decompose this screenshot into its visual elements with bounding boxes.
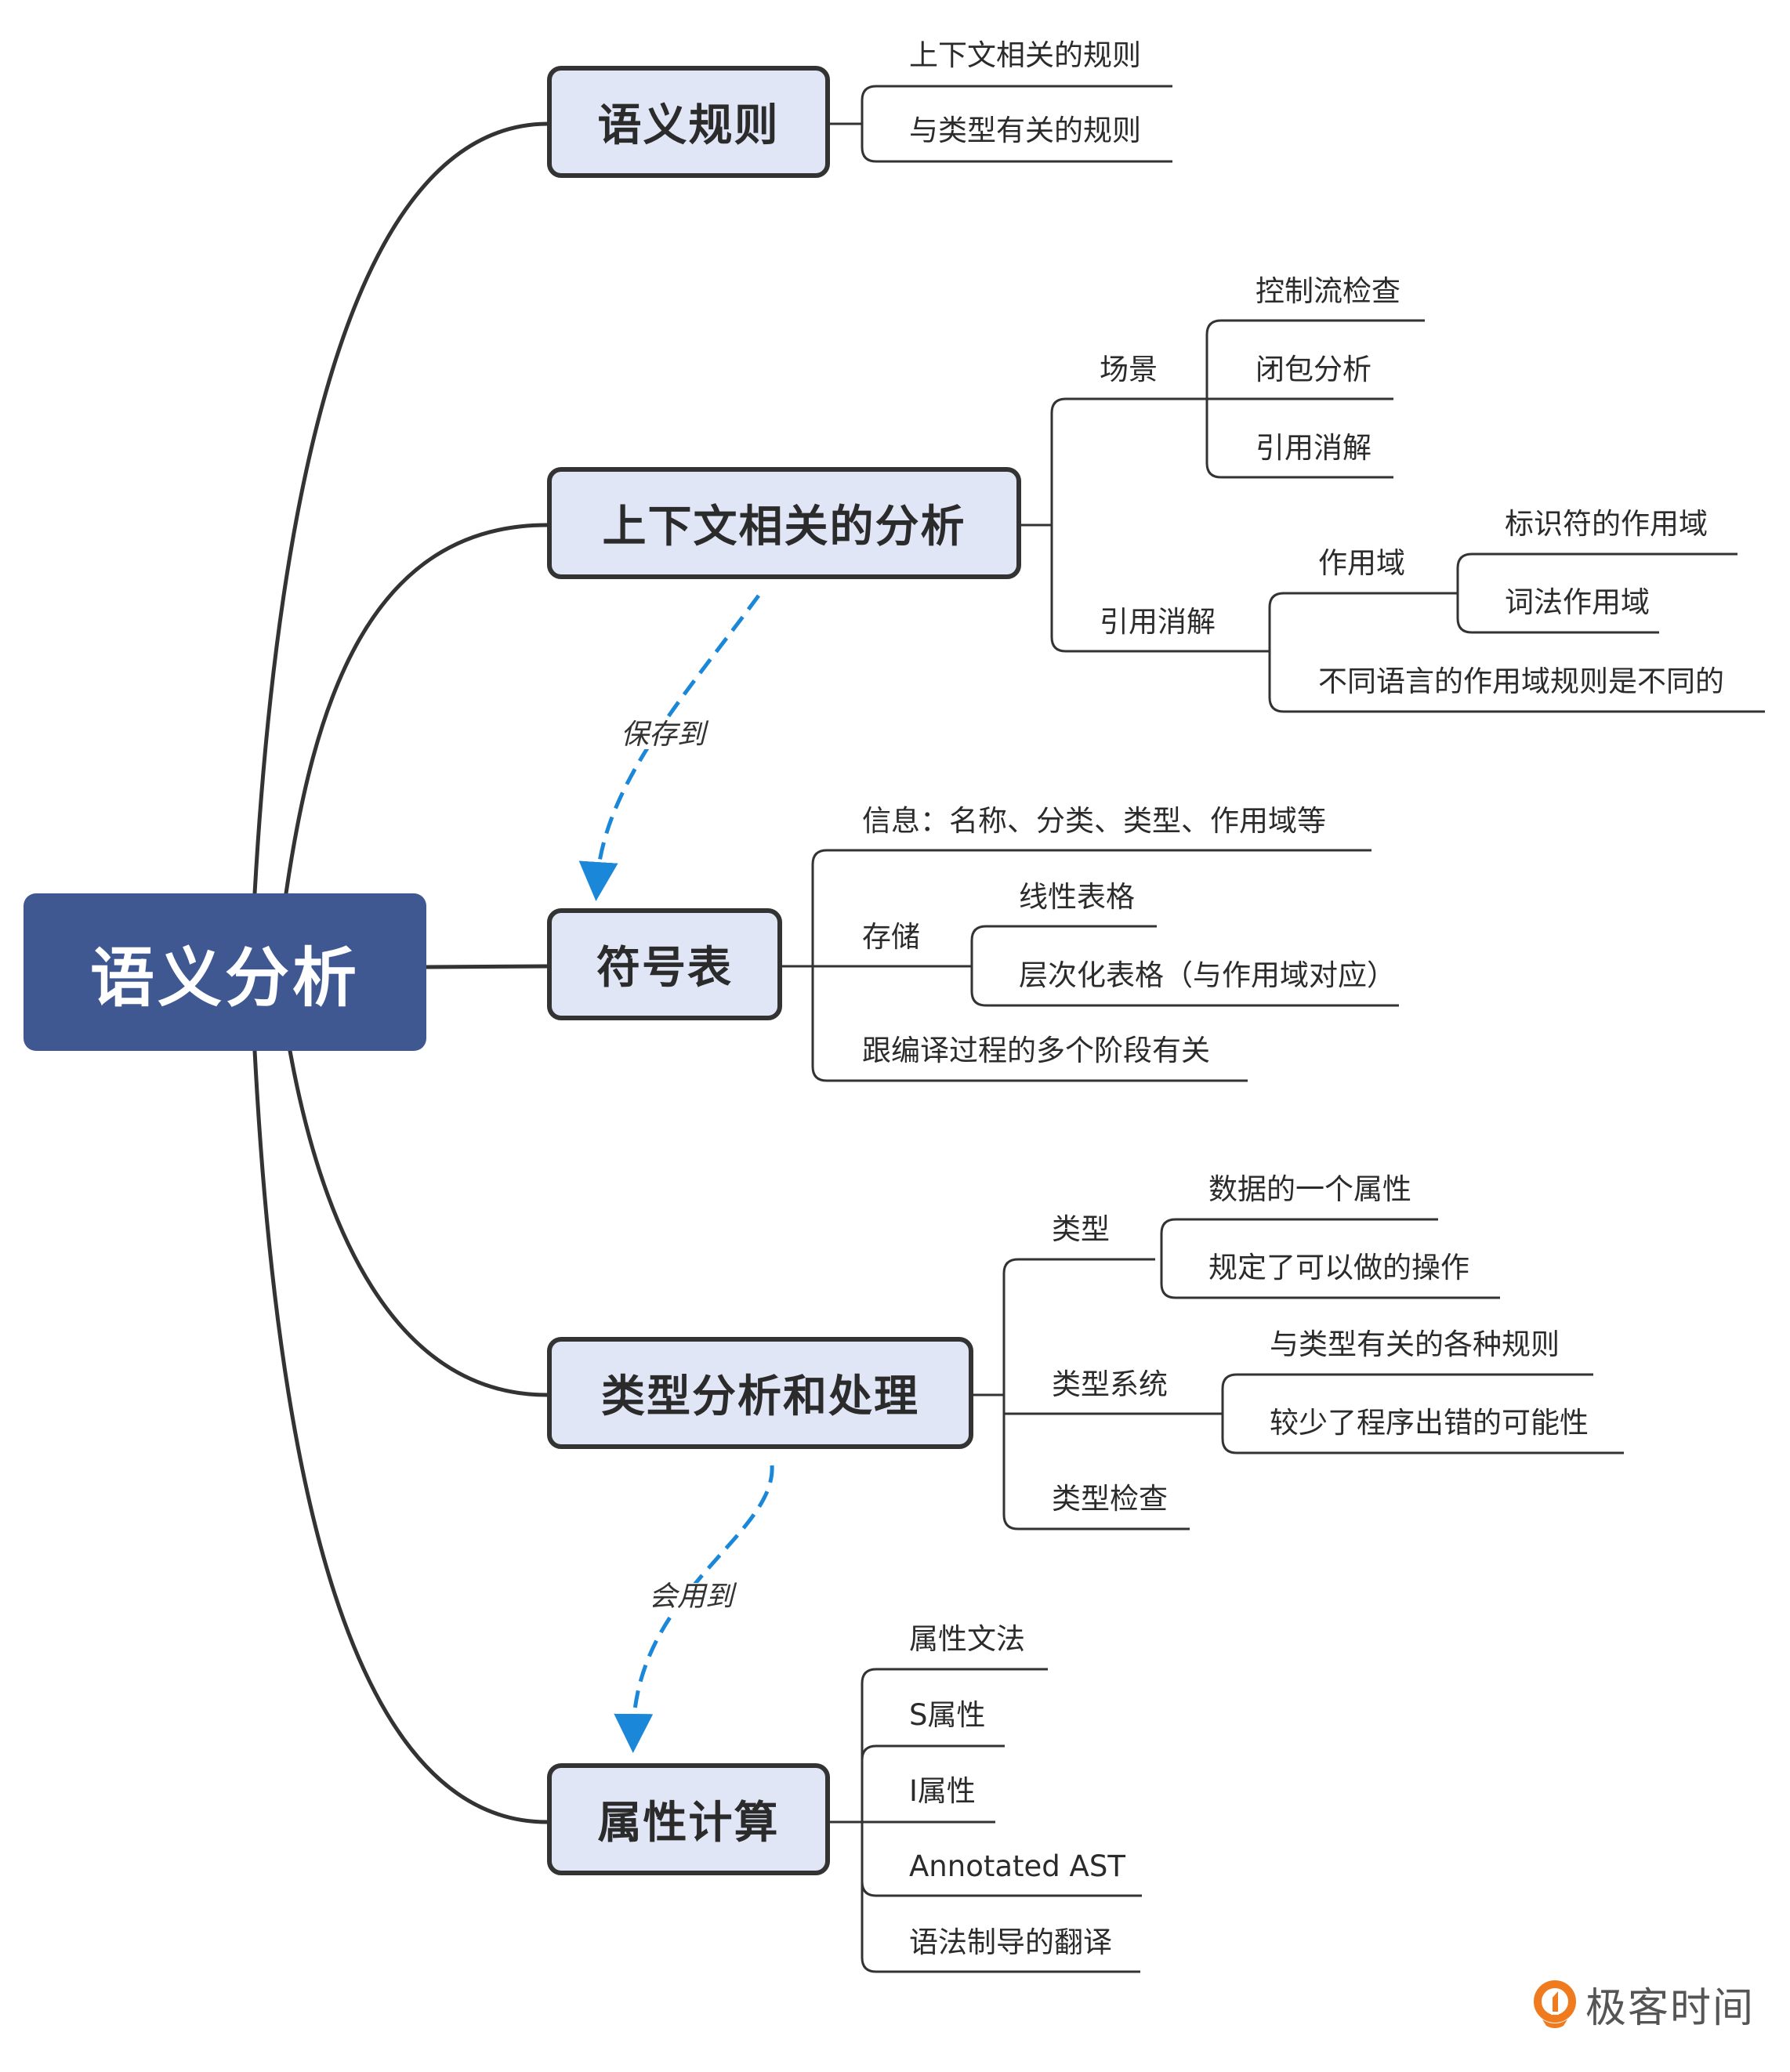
subtopic-node[interactable]: 类型: [1052, 1212, 1110, 1246]
subtopic-node[interactable]: 引用消解: [1100, 605, 1216, 639]
root-connector-2: [284, 523, 549, 896]
relation-label-uses[interactable]: 会用到: [646, 1583, 737, 1611]
leaf-node[interactable]: 语法制导的翻译: [909, 1925, 1112, 1959]
branch-node-context-analysis[interactable]: 上下文相关的分析: [547, 467, 1021, 579]
relation-label-saved-to[interactable]: 保存到: [618, 721, 709, 749]
leaf-node[interactable]: 上下文相关的规则: [909, 38, 1141, 72]
subtopic-node[interactable]: 存储: [862, 920, 920, 954]
subtopic-node[interactable]: 场景: [1100, 353, 1158, 386]
branch-node-attribute-calc[interactable]: 属性计算: [547, 1763, 830, 1875]
leaf-node[interactable]: S属性: [909, 1698, 986, 1732]
root-connector-5: [252, 1049, 549, 1824]
leaf-node[interactable]: 信息：名称、分类、类型、作用域等: [862, 804, 1326, 838]
leaf-node[interactable]: 类型检查: [1052, 1482, 1168, 1516]
branch-node-semantic-rules[interactable]: 语义规则: [547, 66, 830, 178]
root-connector-4: [288, 1049, 549, 1397]
root-connector-1: [252, 121, 549, 896]
subtopic-node[interactable]: 作用域: [1318, 546, 1405, 580]
leaf-node[interactable]: 与类型有关的各种规则: [1270, 1328, 1560, 1361]
root-node[interactable]: 语义分析: [24, 893, 426, 1051]
leaf-node[interactable]: 与类型有关的规则: [909, 114, 1141, 147]
leaf-node[interactable]: 闭包分析: [1256, 353, 1371, 386]
leaf-node[interactable]: 线性表格: [1019, 880, 1135, 914]
leaf-node[interactable]: Annotated AST: [909, 1849, 1125, 1883]
watermark-text: 极客时间: [1585, 1985, 1756, 2032]
leaf-node[interactable]: I属性: [909, 1774, 976, 1808]
geektime-logo-icon: [1534, 1980, 1576, 2028]
leaf-node[interactable]: 跟编译过程的多个阶段有关: [862, 1034, 1210, 1067]
branch-node-type-analysis[interactable]: 类型分析和处理: [547, 1337, 973, 1449]
watermark-logo: 极客时间: [1532, 1975, 1755, 2034]
leaf-node[interactable]: 数据的一个属性: [1208, 1172, 1411, 1206]
root-connector-3: [424, 964, 549, 969]
branch-node-symbol-table[interactable]: 符号表: [547, 908, 782, 1020]
leaf-node[interactable]: 标识符的作用域: [1505, 507, 1708, 541]
leaf-node[interactable]: 控制流检查: [1256, 274, 1400, 308]
leaf-node[interactable]: 层次化表格（与作用域对应）: [1019, 958, 1396, 992]
leaf-node[interactable]: 规定了可以做的操作: [1208, 1251, 1469, 1284]
leaf-node[interactable]: 较少了程序出错的可能性: [1270, 1406, 1589, 1440]
leaf-node[interactable]: 词法作用域: [1505, 585, 1650, 619]
leaf-node[interactable]: 属性文法: [909, 1622, 1025, 1656]
leaf-node[interactable]: 不同语言的作用域规则是不同的: [1318, 665, 1724, 698]
relation-arrow-uses: [614, 1465, 774, 1753]
subtopic-node[interactable]: 类型系统: [1052, 1367, 1168, 1401]
leaf-node[interactable]: 引用消解: [1256, 431, 1371, 465]
